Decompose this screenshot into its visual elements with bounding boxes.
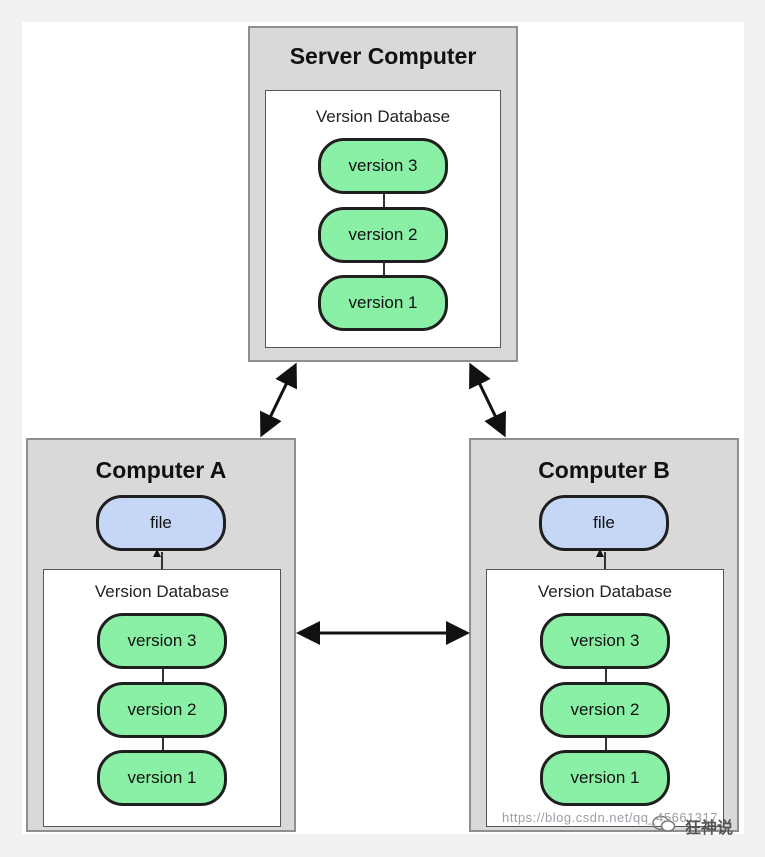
file-link: [161, 552, 163, 570]
computer-b-title: Computer B: [538, 457, 670, 483]
watermark-brand: 狂神说: [685, 820, 734, 837]
computer-b: Computer B file Version Database version…: [469, 438, 739, 832]
server-version-database: Version Database version 3 version 2 ver…: [265, 90, 501, 348]
computer-a-version-3: version 3: [97, 613, 227, 669]
wechat-icon: [652, 815, 676, 832]
computer-b-file: file: [539, 495, 669, 551]
file-link: [604, 552, 606, 570]
computer-b-version-1: version 1: [540, 750, 670, 806]
computer-a-file: file: [96, 495, 226, 551]
server-version-2: version 2: [318, 207, 448, 263]
server-computer-title: Server Computer: [289, 43, 477, 69]
computer-b-db-label: Version Database: [537, 582, 673, 601]
server-db-label: Version Database: [315, 107, 451, 126]
file-arrow-a-head: [153, 549, 161, 557]
computer-a-version-database: Version Database version 3 version 2 ver…: [43, 569, 281, 827]
server-computer: Server Computer Version Database version…: [248, 26, 518, 362]
version-link: [162, 738, 164, 752]
computer-a-version-1: version 1: [97, 750, 227, 806]
version-link: [383, 263, 385, 277]
computer-b-version-2: version 2: [540, 682, 670, 738]
computer-a-title: Computer A: [95, 457, 227, 483]
file-arrow-b-head: [596, 549, 604, 557]
server-to-b-arrow: [469, 362, 506, 438]
computer-a-version-2: version 2: [97, 682, 227, 738]
computer-a-db-label: Version Database: [94, 582, 230, 601]
server-to-a-arrow: [260, 362, 297, 438]
version-link: [605, 669, 607, 683]
computer-a: Computer A file Version Database version…: [26, 438, 296, 832]
version-link: [605, 738, 607, 752]
version-link: [383, 194, 385, 208]
watermark-url: https://blog.csdn.net/qq_45661317: [502, 810, 718, 825]
computer-b-version-database: Version Database version 3 version 2 ver…: [486, 569, 724, 827]
server-version-3: version 3: [318, 138, 448, 194]
computer-b-version-3: version 3: [540, 613, 670, 669]
version-link: [162, 669, 164, 683]
server-version-1: version 1: [318, 275, 448, 331]
